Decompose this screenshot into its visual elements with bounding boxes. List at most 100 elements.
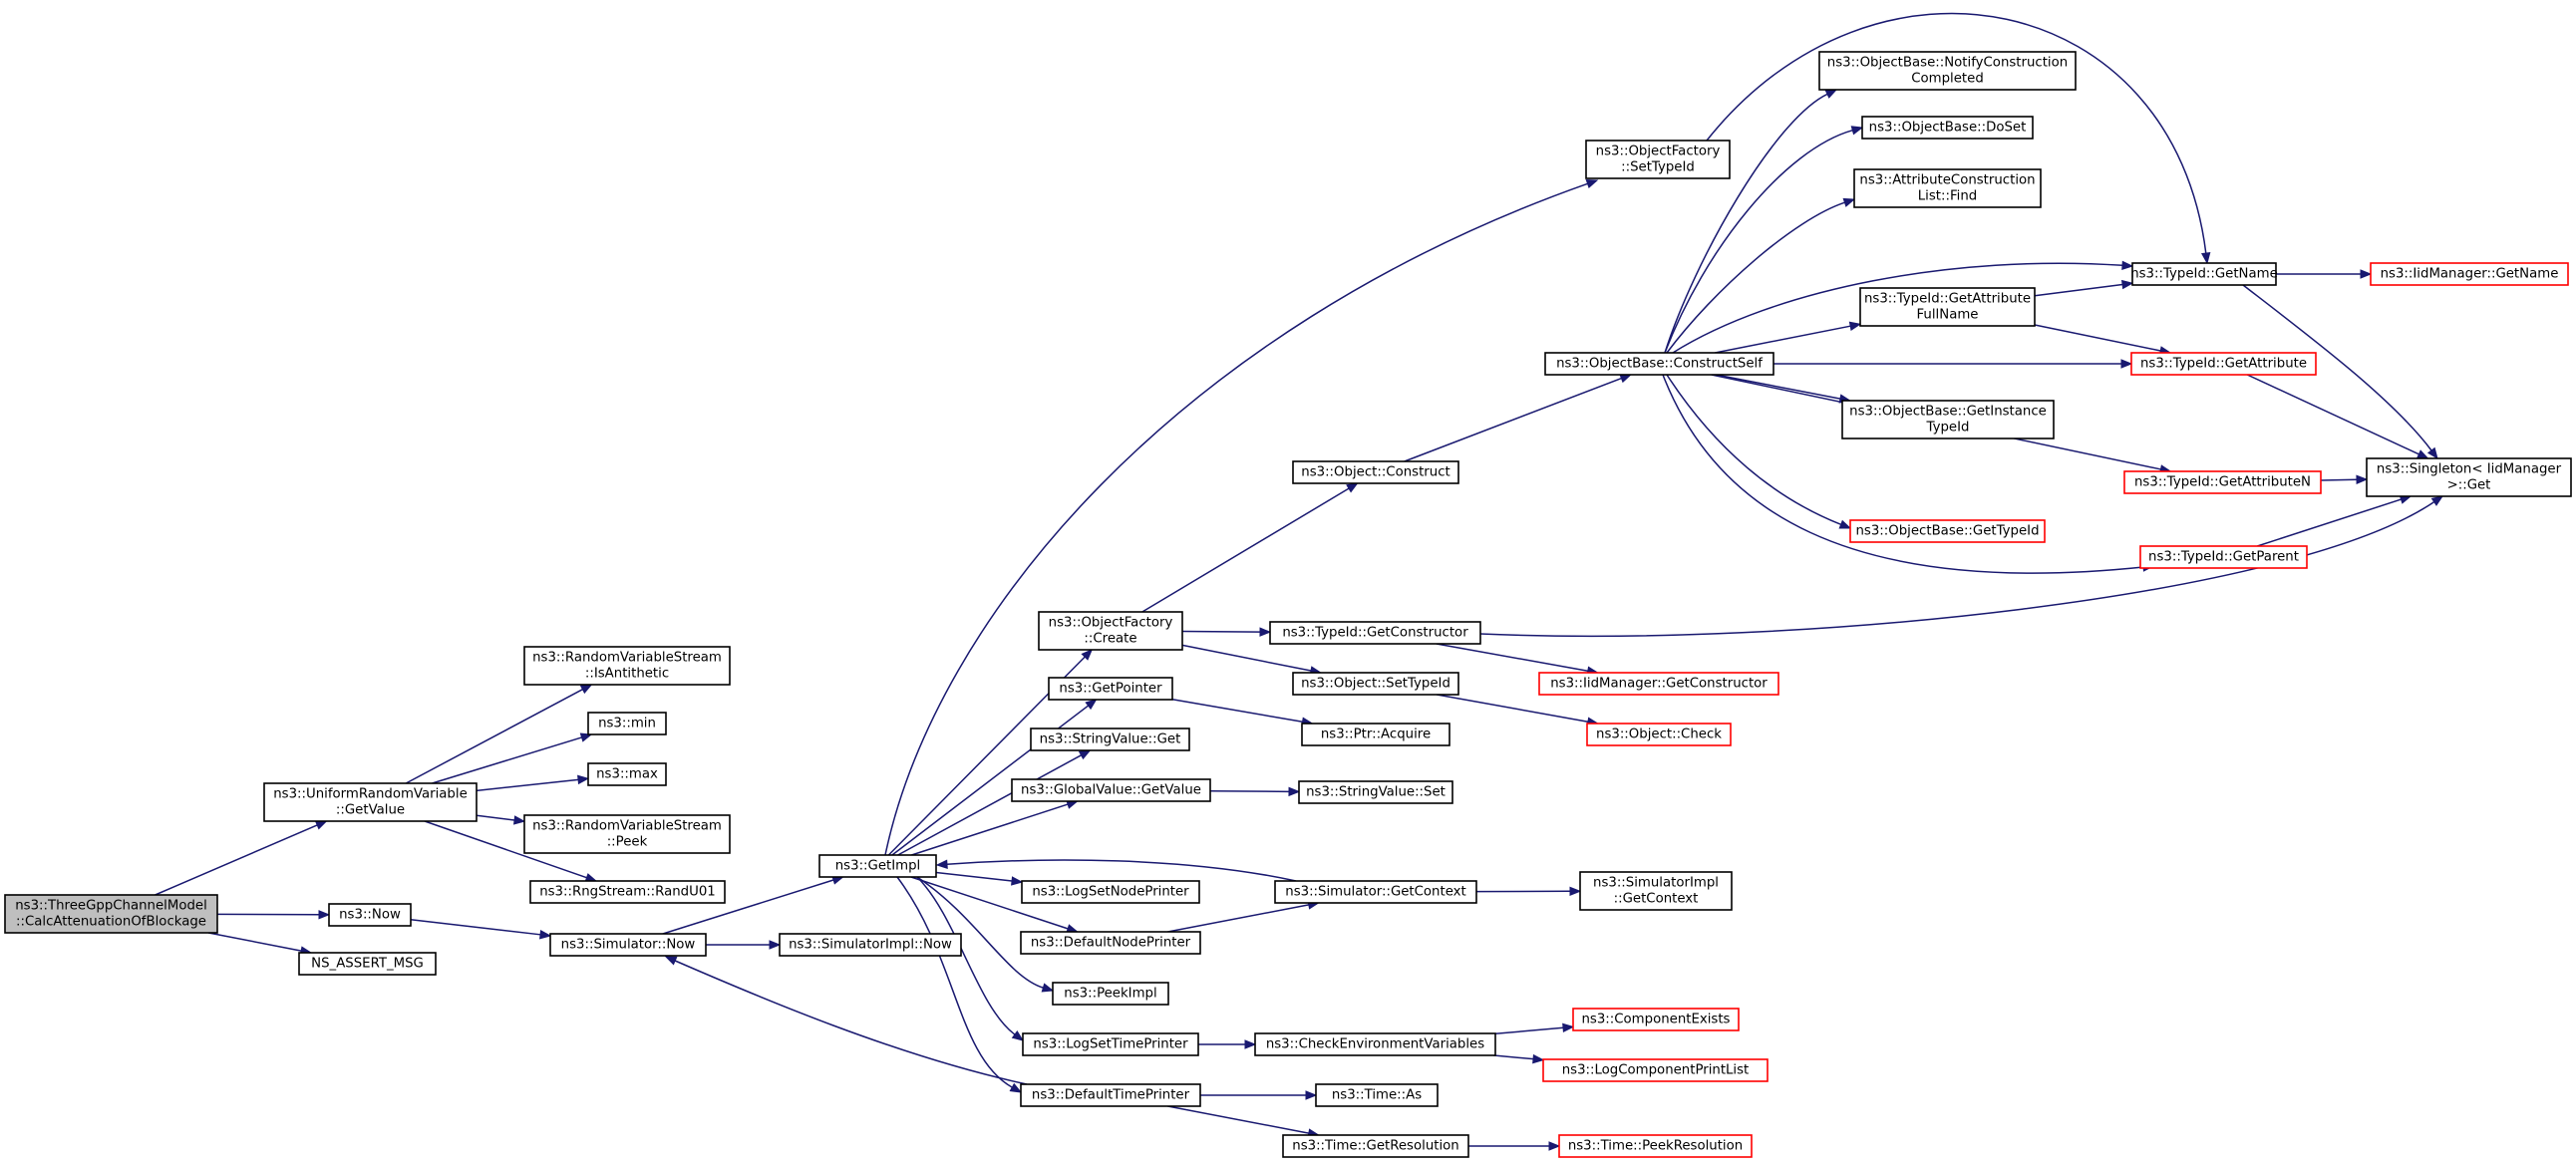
node-strset[interactable]: ns3::StringValue::Set: [1298, 780, 1453, 804]
edge-tidgetname-to-singleton: [2242, 284, 2438, 460]
node-timeas[interactable]: ns3::Time::As: [1315, 1083, 1439, 1107]
edge-logsettime-to-checkenv: [1198, 1039, 1257, 1049]
node-ptracquire[interactable]: ns3::Ptr::Acquire: [1301, 723, 1450, 746]
node-label: ns3::Time::PeekResolution: [1568, 1139, 1743, 1154]
node-min[interactable]: ns3::min: [587, 712, 667, 735]
edge-objconstruct-to-obconstructself: [1404, 374, 1633, 462]
node-label: ns3::DefaultNodePrinter: [1031, 936, 1191, 951]
node-compexists[interactable]: ns3::ComponentExists: [1572, 1008, 1740, 1031]
node-ofsettypeid[interactable]: ns3::ObjectFactory::SetTypeId: [1585, 140, 1731, 179]
node-iidgetctor[interactable]: ns3::IidManager::GetConstructor: [1538, 672, 1779, 696]
node-tidgetname[interactable]: ns3::TypeId::GetName: [2130, 262, 2278, 286]
node-checkenv[interactable]: ns3::CheckEnvironmentVariables: [1254, 1032, 1496, 1056]
node-label: ns3::Now: [339, 908, 401, 923]
edge-getimpl-to-peekimpl: [916, 876, 1055, 993]
node-box: [529, 880, 726, 904]
node-timepeekres[interactable]: ns3::Time::PeekResolution: [1558, 1134, 1753, 1158]
node-label: ns3::LogComponentPrintList: [1562, 1063, 1750, 1078]
node-timegetres[interactable]: ns3::Time::GetResolution: [1282, 1134, 1469, 1158]
node-logcomplist[interactable]: ns3::LogComponentPrintList: [1542, 1058, 1769, 1082]
node-simgetctx[interactable]: ns3::Simulator::GetContext: [1274, 880, 1477, 904]
node-label: ::GetContext: [1614, 892, 1699, 907]
node-obnotify[interactable]: ns3::ObjectBase::NotifyConstructionCompl…: [1818, 51, 2077, 91]
node-obgettypeid[interactable]: ns3::ObjectBase::GetTypeId: [1849, 519, 2046, 543]
node-tidgetparent[interactable]: ns3::TypeId::GetParent: [2139, 545, 2308, 569]
node-label: ns3::Object::SetTypeId: [1301, 677, 1450, 692]
node-label: ns3::ObjectFactory: [1596, 145, 1721, 159]
node-label: ns3::TypeId::GetAttribute: [1864, 292, 2031, 307]
node-box: [1853, 168, 2042, 208]
node-box: [298, 952, 437, 976]
node-deftime[interactable]: ns3::DefaultTimePrinter: [1020, 1083, 1201, 1107]
node-box: [2130, 352, 2317, 376]
node-getpointer[interactable]: ns3::GetPointer: [1048, 677, 1173, 701]
node-box: [1254, 1032, 1496, 1056]
node-obconstructself[interactable]: ns3::ObjectBase::ConstructSelf: [1544, 352, 1774, 376]
node-box: [2370, 262, 2569, 286]
node-rvs_anti[interactable]: ns3::RandomVariableStream::IsAntithetic: [523, 646, 731, 686]
node-ofcreate[interactable]: ns3::ObjectFactory::Create: [1038, 611, 1183, 651]
node-box: [1022, 1032, 1199, 1056]
node-label: ns3::GlobalValue::GetValue: [1021, 783, 1201, 798]
node-defnode[interactable]: ns3::DefaultNodePrinter: [1020, 931, 1201, 955]
node-box: [1298, 780, 1453, 804]
node-box: [263, 782, 478, 822]
node-box: [2139, 545, 2308, 569]
node-tidgetattrn[interactable]: ns3::TypeId::GetAttributeN: [2123, 470, 2322, 494]
node-simimplnow[interactable]: ns3::SimulatorImpl::Now: [779, 933, 962, 957]
node-logsettime[interactable]: ns3::LogSetTimePrinter: [1022, 1032, 1199, 1056]
node-max[interactable]: ns3::max: [587, 762, 667, 786]
node-assert[interactable]: NS_ASSERT_MSG: [298, 952, 437, 976]
node-randu01[interactable]: ns3::RngStream::RandU01: [529, 880, 726, 904]
node-label: ns3::IidManager::GetName: [2381, 267, 2559, 282]
edge-tidgetctor-to-singleton: [1479, 495, 2444, 638]
node-box: [587, 762, 667, 786]
node-strget[interactable]: ns3::StringValue::Get: [1030, 728, 1190, 751]
edge-obconstructself-to-tidgetname: [1672, 260, 2134, 354]
node-objconstruct[interactable]: ns3::Object::Construct: [1292, 460, 1459, 484]
node-logsetnode[interactable]: ns3::LogSetNodePrinter: [1021, 880, 1200, 904]
edge-tidgetattrfull-to-tidgetattr: [2034, 324, 2172, 356]
node-box: [1585, 140, 1731, 179]
node-gvget[interactable]: ns3::GlobalValue::GetValue: [1011, 778, 1211, 802]
edge-tidgetattrn-to-singleton: [2320, 474, 2369, 485]
node-box: [1544, 352, 1774, 376]
node-now[interactable]: ns3::Now: [328, 903, 412, 927]
node-iidgetname[interactable]: ns3::IidManager::GetName: [2370, 262, 2569, 286]
node-getimpl[interactable]: ns3::GetImpl: [818, 854, 937, 878]
node-simimplctx[interactable]: ns3::SimulatorImpl::GetContext: [1579, 871, 1733, 911]
node-box: [1021, 880, 1200, 904]
edge-getimpl-to-gvget: [911, 799, 1079, 856]
node-urv[interactable]: ns3::UniformRandomVariable::GetValue: [263, 782, 478, 822]
node-obdoset[interactable]: ns3::ObjectBase::DoSet: [1861, 116, 2034, 140]
edge-timegetres-to-timepeekres: [1468, 1141, 1561, 1151]
node-label: ns3::DefaultTimePrinter: [1032, 1088, 1190, 1103]
node-singleton[interactable]: ns3::Singleton< IidManager >::Get: [2366, 457, 2572, 497]
edge-simnow-to-simimplnow: [706, 940, 782, 950]
node-label: ::IsAntithetic: [585, 667, 669, 682]
node-objsettypeid[interactable]: ns3::Object::SetTypeId: [1292, 672, 1459, 696]
node-box: [1861, 116, 2034, 140]
edge-simgetctx-to-simimplctx: [1475, 886, 1582, 897]
node-box: [1579, 871, 1733, 911]
node-peekimpl[interactable]: ns3::PeekImpl: [1052, 982, 1169, 1006]
node-tidgetctor[interactable]: ns3::TypeId::GetConstructor: [1269, 621, 1481, 645]
edge-defnode-to-simgetctx: [1167, 900, 1320, 933]
node-simnow[interactable]: ns3::Simulator::Now: [549, 933, 707, 957]
node-label: ns3::ObjectBase::GetInstance: [1849, 405, 2047, 420]
node-box: [1020, 931, 1201, 955]
edge-ofsettypeid-to-tidgetname: [1706, 12, 2211, 265]
node-rvs_peek[interactable]: ns3::RandomVariableStream::Peek: [523, 814, 731, 854]
node-root: ns3::ThreeGppChannelModel::CalcAttenuati…: [4, 894, 218, 934]
node-box: [818, 854, 937, 878]
edge-checkenv-to-logcomplist: [1493, 1053, 1545, 1064]
node-label: Completed: [1911, 72, 1984, 87]
node-box: [1538, 672, 1779, 696]
node-box: [1011, 778, 1211, 802]
node-objcheck[interactable]: ns3::Object::Check: [1586, 723, 1732, 746]
call-edges: [155, 12, 2444, 1151]
node-tidgetattr[interactable]: ns3::TypeId::GetAttribute: [2130, 352, 2317, 376]
